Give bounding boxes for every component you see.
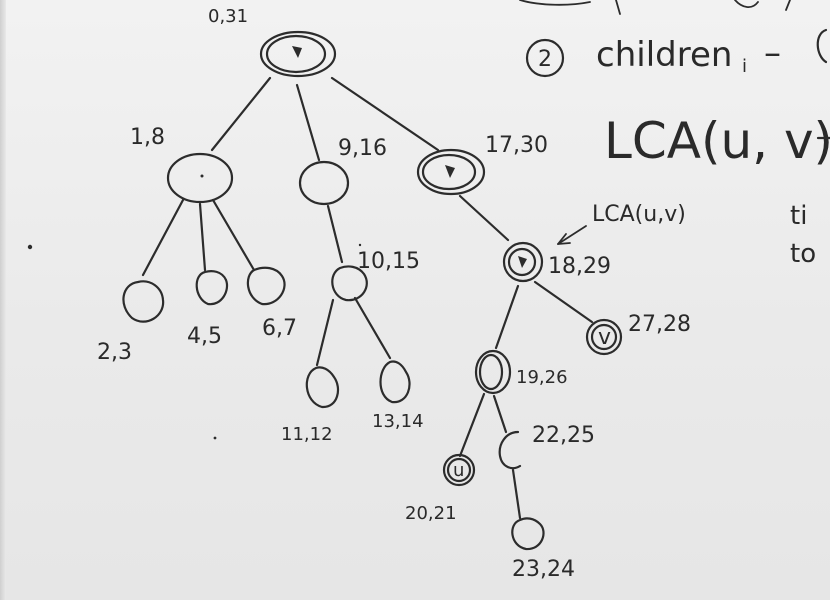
tree-node-n10 xyxy=(331,265,368,302)
label-n19: 19,26 xyxy=(516,367,568,388)
node-mark-v: v xyxy=(598,325,611,350)
heading-clipped-char xyxy=(816,28,828,64)
heading-number-circle xyxy=(525,38,565,78)
heading-top-scribble xyxy=(519,0,591,6)
heading-dash: – xyxy=(764,33,781,73)
edge-root-n1 xyxy=(210,76,272,152)
label-root: 0,31 xyxy=(208,6,248,27)
label-n17: 17,30 xyxy=(485,133,548,158)
board-stray-dots xyxy=(27,243,362,440)
edge-n18-n19 xyxy=(494,284,520,350)
edge-n19-n22 xyxy=(492,394,508,434)
tree-node-n11 xyxy=(305,366,340,409)
heading-clipped-to: to xyxy=(790,239,816,269)
tree-node-n9 xyxy=(298,160,350,206)
tree-node-n22 xyxy=(498,430,522,470)
edge-root-n9 xyxy=(295,83,321,162)
tree-node-n18 xyxy=(502,241,544,283)
edge-n18-n27 xyxy=(533,280,594,324)
tree-node-n17 xyxy=(416,148,486,196)
lca-arrow-head xyxy=(557,233,571,245)
whiteboard-frame-edge xyxy=(0,0,6,600)
heading-clipped-ti: ti xyxy=(790,201,807,231)
edge-n1-n2 xyxy=(141,198,185,277)
board-heading: 2 children i – LCA(u, v) ti to xyxy=(519,0,830,269)
label-n9: 9,16 xyxy=(338,136,387,161)
label-n27: 27,28 xyxy=(628,312,691,337)
heading-children-subscript: i xyxy=(742,56,747,77)
heading-lca-formula: LCA(u, v) xyxy=(604,112,830,170)
edge-n10-n11 xyxy=(315,298,335,367)
heading-top-stroke-3 xyxy=(785,0,791,11)
tree-node-n4 xyxy=(195,270,229,306)
lca-arrow-shaft xyxy=(557,225,587,245)
tree-node-n27: v xyxy=(585,318,623,356)
edge-n9-n10 xyxy=(326,204,344,264)
lca-annotation-text: LCA(u,v) xyxy=(592,202,686,227)
label-n22: 22,25 xyxy=(532,423,595,448)
label-n1: 1,8 xyxy=(130,125,165,150)
tree-node-n1 xyxy=(166,152,234,204)
label-n13: 13,14 xyxy=(372,411,424,432)
lca-annotation: LCA(u,v) xyxy=(557,202,686,245)
label-n4: 4,5 xyxy=(187,324,222,349)
heading-top-stroke-2 xyxy=(734,0,759,8)
tree-edges xyxy=(141,76,594,520)
heading-number: 2 xyxy=(538,47,552,72)
tree-node-n19 xyxy=(474,349,512,395)
node-labels: 0,31 1,8 9,16 17,30 2,3 4,5 6,7 10,15 11… xyxy=(97,6,691,582)
edge-n10-n13 xyxy=(353,296,392,360)
edge-root-n17 xyxy=(330,76,440,152)
label-n10: 10,15 xyxy=(357,249,420,274)
label-n6: 6,7 xyxy=(262,316,297,341)
edge-n19-n20 xyxy=(458,392,486,458)
heading-children-text: children xyxy=(596,35,732,75)
tree-node-root xyxy=(259,30,337,78)
label-n20: 20,21 xyxy=(405,503,457,524)
heading-top-stroke-1 xyxy=(615,0,621,15)
tree-node-n20: u xyxy=(442,453,476,487)
label-n18: 18,29 xyxy=(548,254,611,279)
node-mark-u: u xyxy=(453,460,464,481)
edge-n22-n23 xyxy=(511,468,522,520)
tree-node-n6 xyxy=(246,266,286,306)
label-n11: 11,12 xyxy=(281,424,333,445)
label-n2: 2,3 xyxy=(97,340,132,365)
tree-node-n23 xyxy=(511,517,545,551)
edge-n1-n6 xyxy=(211,198,256,272)
tree-node-n2 xyxy=(122,280,165,323)
label-n23: 23,24 xyxy=(512,557,575,582)
tree-nodes: v u xyxy=(122,30,623,551)
edge-n1-n4 xyxy=(198,202,207,272)
tree-node-n13 xyxy=(379,360,411,404)
edge-n17-n18 xyxy=(458,194,510,242)
